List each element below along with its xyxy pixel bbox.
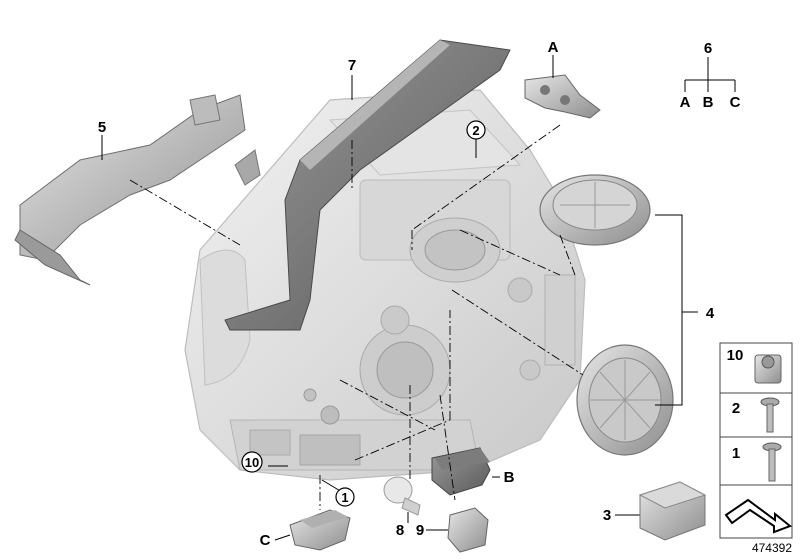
clip-nut-icon: [754, 354, 782, 384]
leader-lines: [101, 55, 736, 541]
callout-4: 4: [706, 305, 715, 322]
callout-6: 6: [704, 40, 712, 57]
bulb-part: [383, 476, 421, 516]
clamp-part-a: [524, 74, 601, 119]
arrow-icon: [724, 498, 792, 534]
cover-cap-upper: [539, 174, 651, 246]
legend-a: A: [680, 94, 691, 111]
fastener-table: 10 2 1: [719, 342, 793, 539]
diagram-number: 474392: [752, 541, 792, 555]
sidebar-item-1-number: 1: [732, 445, 740, 462]
callout-3: 3: [603, 507, 611, 524]
legend-b: B: [703, 94, 714, 111]
clamp-part-b: [431, 447, 491, 496]
dash-dot-lines: [129, 124, 584, 510]
bracket-part: [14, 94, 261, 286]
callout-2: 2: [472, 123, 479, 138]
headlight-housing: [184, 89, 586, 481]
cover-cap-lower: [576, 344, 674, 456]
callout-8: 8: [396, 522, 404, 539]
callout-9: 9: [416, 522, 424, 539]
legend-c: C: [730, 94, 741, 111]
callout-c: C: [260, 532, 271, 549]
sidebar-item-10-number: 10: [727, 347, 744, 364]
screw-icon: [762, 442, 782, 482]
screw-icon: [760, 397, 780, 433]
callout-7: 7: [348, 57, 356, 74]
box-part-3: [638, 481, 707, 541]
callout-circles: [241, 120, 486, 507]
callout-b: B: [504, 469, 515, 486]
seal-strip-part: [224, 39, 511, 331]
callout-5: 5: [98, 119, 106, 136]
callout-a-top: A: [548, 39, 559, 56]
sidebar-item-2-number: 2: [732, 400, 740, 417]
clamp-part-c: [289, 509, 351, 551]
socket-part: [447, 507, 489, 553]
callout-10: 10: [245, 455, 259, 470]
callout-1: 1: [341, 490, 348, 505]
